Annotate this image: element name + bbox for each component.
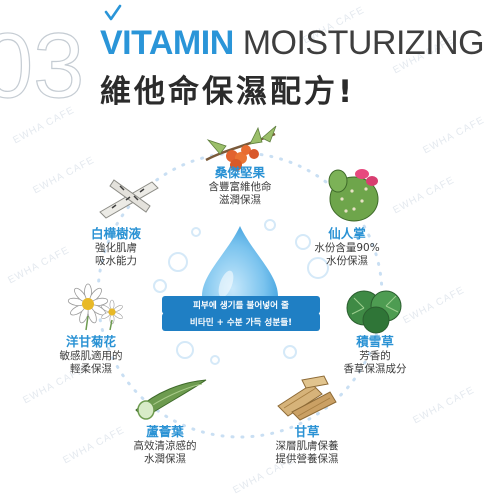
ingredient-name: 積雪草 xyxy=(356,334,394,349)
ingredient-desc: 深層肌膚保養 xyxy=(275,440,339,452)
ingredient-name: 仙人掌 xyxy=(328,226,366,241)
page-subtitle: 維他命保濕配方! xyxy=(100,74,356,110)
ingredient-name: 桑傑堅果 xyxy=(214,165,265,180)
check-icon xyxy=(104,4,122,21)
ingredient-desc: 高效清涼感的 xyxy=(133,440,197,452)
licorice-icon xyxy=(277,375,337,421)
ingredient-desc: 水份含量90% xyxy=(314,242,380,254)
ingredient-desc: 輕柔保濕 xyxy=(70,363,112,375)
centella-icon xyxy=(346,290,402,334)
ingredient-licorice: 甘草 深層肌膚保養 提供營養保濕 xyxy=(254,424,360,466)
ingredient-cactus: 仙人掌 水份含量90% 水份保濕 xyxy=(294,226,400,268)
ingredient-desc: 水份保濕 xyxy=(326,255,368,267)
ingredient-centella: 積雪草 芳香的 香草保濕成分 xyxy=(322,334,428,376)
ingredient-desc: 敏感肌適用的 xyxy=(59,350,123,362)
ingredient-name: 蘆薈葉 xyxy=(146,424,184,439)
chamomile-icon xyxy=(67,283,123,331)
ingredient-sea-buckthorn: 桑傑堅果 含豐富維他命 滋潤保濕 xyxy=(190,165,290,207)
ingredient-desc: 含豐富維他命 xyxy=(208,181,272,193)
headline: VITAMIN MOISTURIZING xyxy=(100,24,485,62)
ingredient-name: 洋甘菊花 xyxy=(65,334,116,349)
headline-moisturizing: MOISTURIZING xyxy=(242,24,485,62)
ingredient-aloe: 蘆薈葉 高效清涼感的 水潤保濕 xyxy=(110,424,220,466)
ingredient-desc: 提供營養保濕 xyxy=(275,453,339,465)
ingredient-chamomile: 洋甘菊花 敏感肌適用的 輕柔保濕 xyxy=(38,334,144,376)
aloe-icon xyxy=(135,379,207,420)
ingredient-desc: 強化肌膚 xyxy=(95,242,137,254)
center-banner-line2: 비타민 + 수분 가득 성분들! xyxy=(162,313,320,331)
ingredient-desc: 吸水能力 xyxy=(95,255,137,267)
ingredient-name: 甘草 xyxy=(294,424,320,439)
ingredient-desc: 滋潤保濕 xyxy=(219,194,261,206)
ingredient-desc: 香草保濕成分 xyxy=(343,363,407,375)
birch-icon xyxy=(99,179,159,219)
sea-buckthorn-icon xyxy=(205,125,277,171)
ingredient-desc: 芳香的 xyxy=(359,350,391,362)
ingredient-desc: 水潤保濕 xyxy=(144,453,186,465)
cactus-icon xyxy=(328,169,379,222)
center-banner-line1: 피부에 생기를 불어넣어 줄 xyxy=(162,296,320,314)
ingredient-name: 白樺樹液 xyxy=(90,226,141,241)
headline-vitamin: VITAMIN xyxy=(100,24,234,62)
ingredient-birch: 白樺樹液 強化肌膚 吸水能力 xyxy=(66,226,166,268)
section-number: 03 xyxy=(0,15,85,117)
